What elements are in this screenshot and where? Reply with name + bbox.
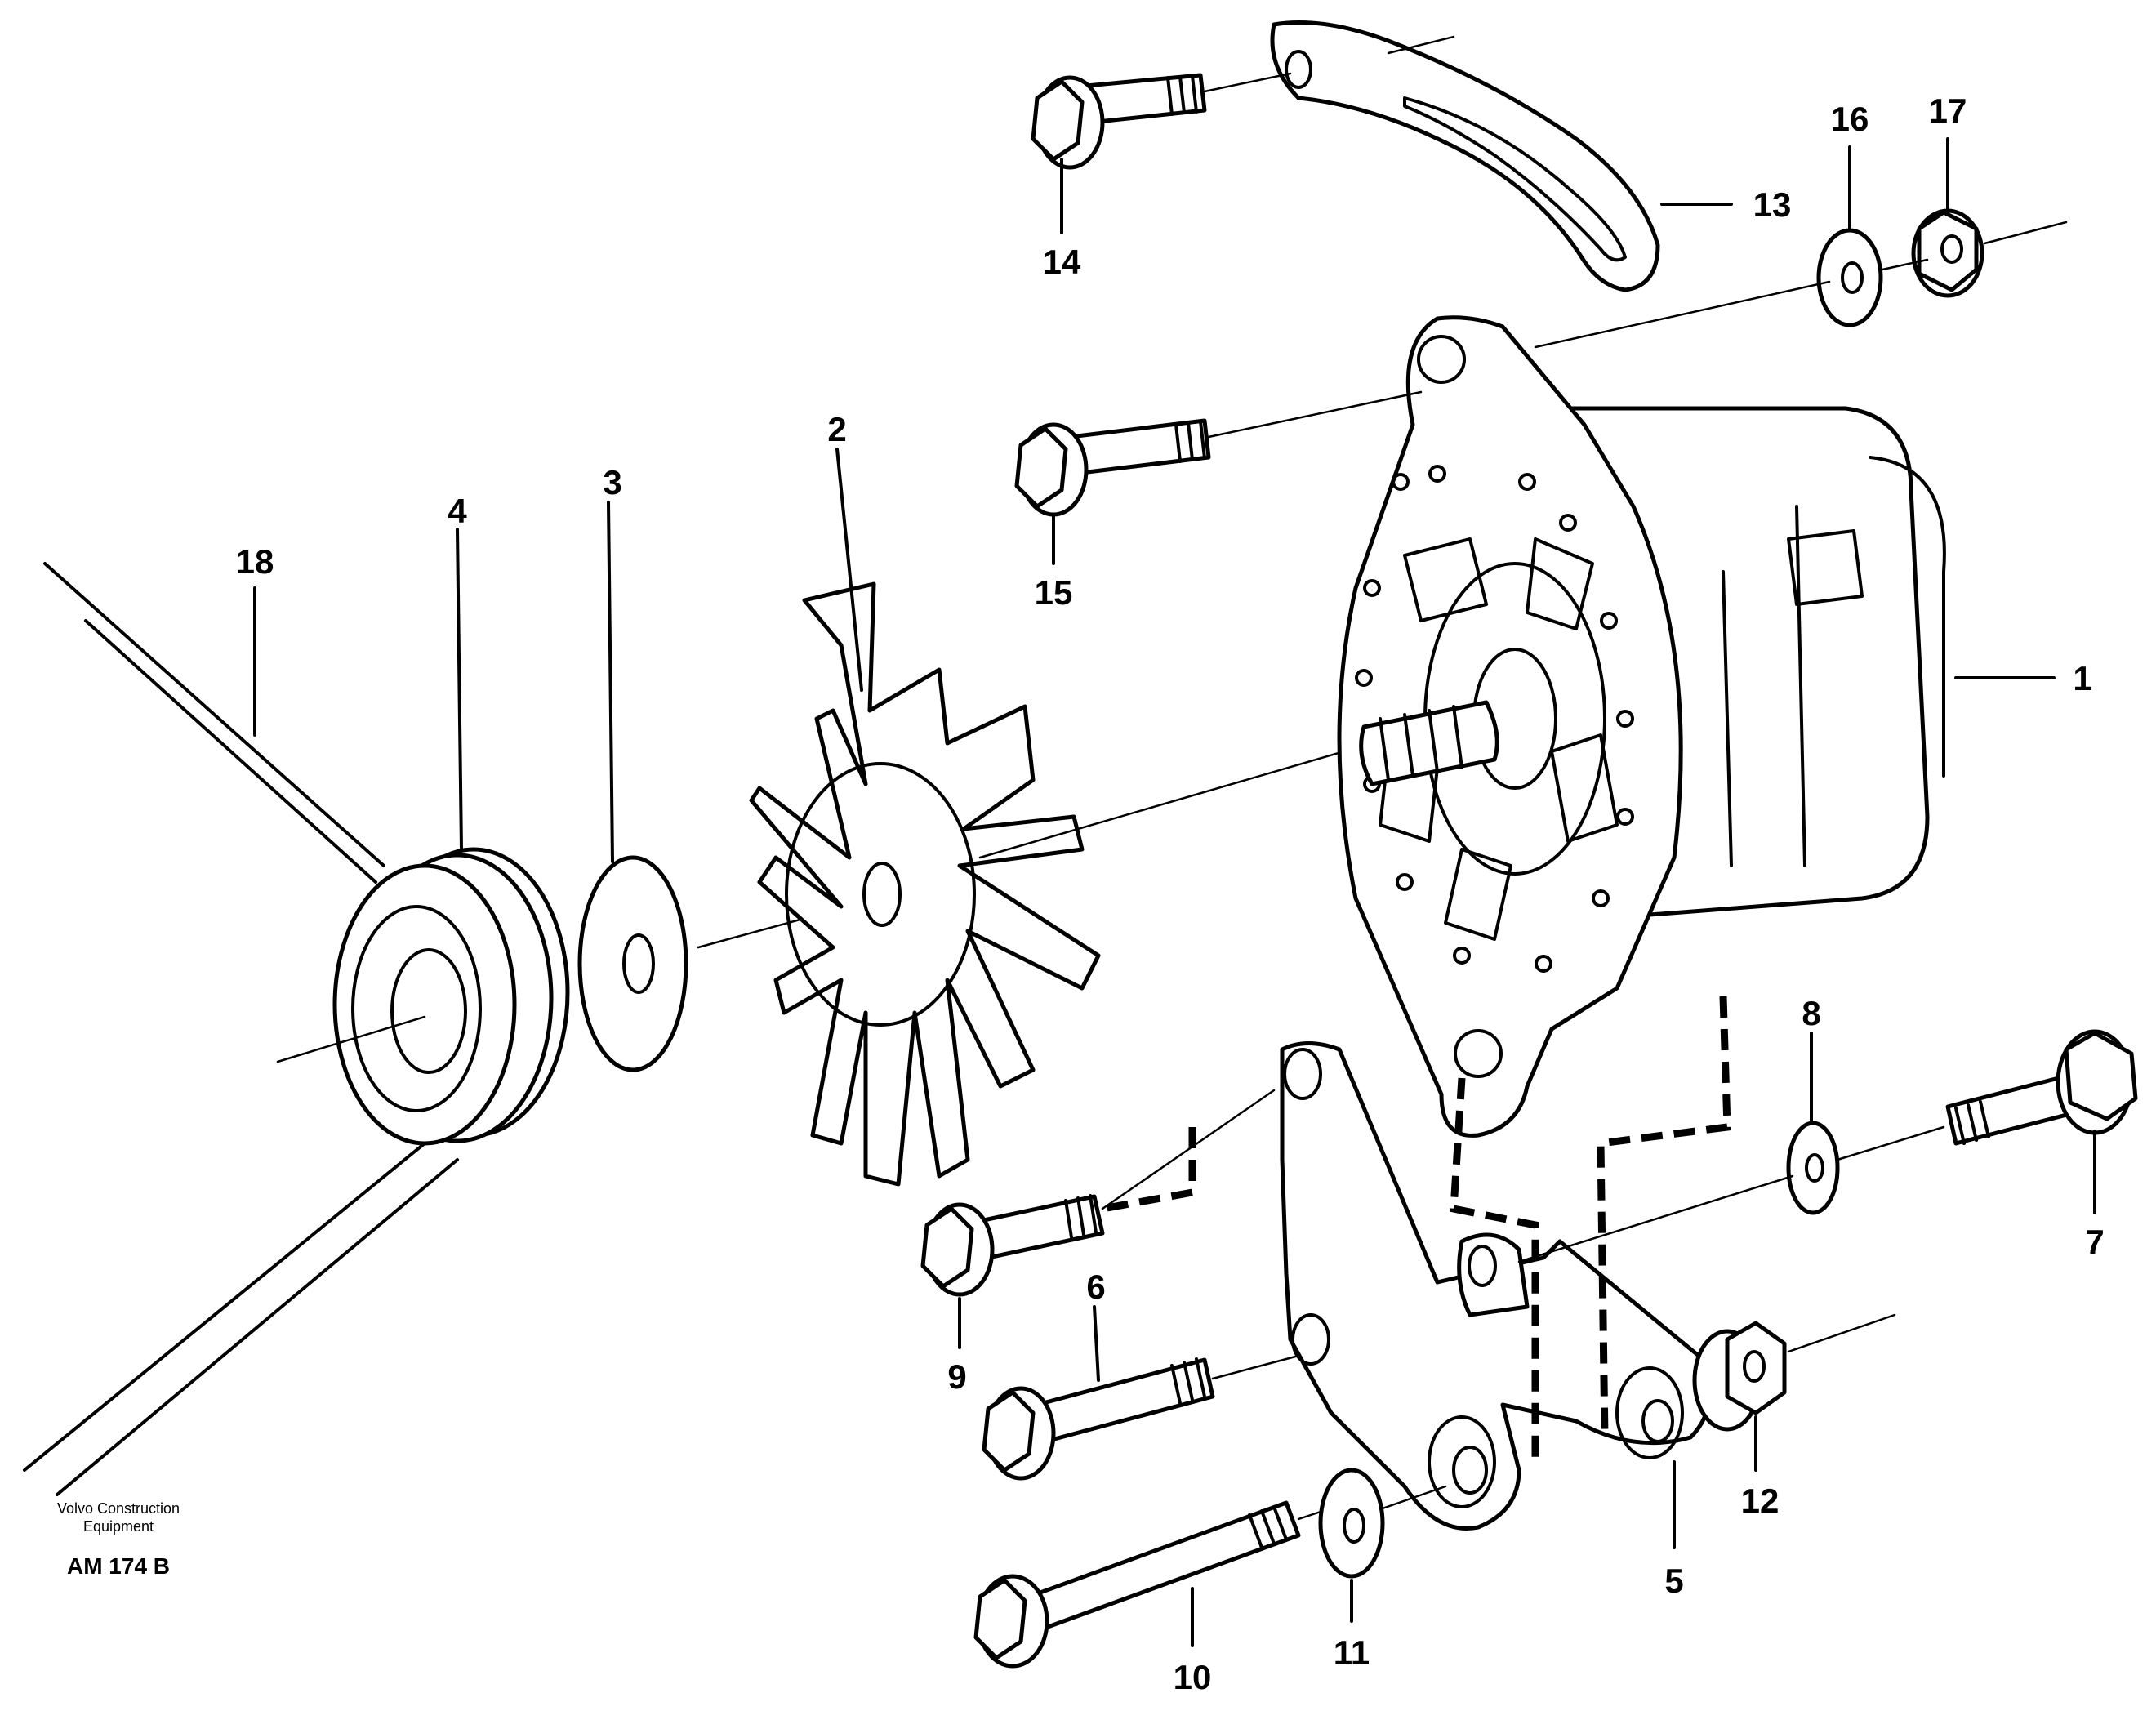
bolt-10 (973, 1500, 1325, 1669)
washer-11 (1318, 1468, 1447, 1579)
alternator (1337, 315, 1946, 1138)
washer-16 (1816, 228, 1883, 327)
callout-18: 18 (236, 542, 274, 581)
callout-1: 1 (2073, 659, 2091, 697)
callout-16: 16 (1831, 100, 1869, 138)
axis-line-upper-3 (1983, 221, 2068, 245)
axis-line-upper-2 (1881, 258, 1929, 271)
bolt-15 (1014, 390, 1423, 517)
nut-17 (1911, 208, 1984, 298)
washer-8 (1517, 1121, 1945, 1263)
bolt-6 (982, 1354, 1300, 1481)
leader-lines (253, 137, 2096, 1647)
callout-4: 4 (448, 492, 467, 530)
callout-3: 3 (603, 463, 621, 501)
mounting-bracket (1280, 1041, 1712, 1531)
callout-10: 10 (1174, 1658, 1212, 1696)
nut-12 (1692, 1313, 1896, 1432)
callout-8: 8 (1802, 994, 1820, 1032)
pulley (276, 847, 570, 1146)
callout-7: 7 (2085, 1223, 2104, 1261)
credit-line-2: Equipment (83, 1518, 154, 1535)
locator-dashes (1102, 996, 1731, 1462)
bolt-7 (1945, 1029, 2138, 1146)
callout-13: 13 (1753, 185, 1792, 224)
axis-line-upper (1534, 280, 1831, 349)
callout-2: 2 (827, 410, 846, 448)
callout-6: 6 (1086, 1268, 1105, 1306)
bolt-14 (1031, 72, 1292, 170)
fan (749, 581, 1374, 1187)
drawing-id: AM 174 B (67, 1553, 170, 1579)
bolt-9 (920, 1089, 1276, 1297)
callout-labels: 1 2 3 4 5 6 7 8 9 10 11 12 13 14 15 16 1… (236, 91, 2105, 1696)
callout-9: 9 (947, 1357, 966, 1396)
drawing-credit: Volvo Construction Equipment AM 174 B (57, 1500, 180, 1579)
callout-17: 17 (1929, 91, 1967, 130)
callout-5: 5 (1664, 1562, 1683, 1600)
credit-line-1: Volvo Construction (57, 1500, 180, 1517)
callout-15: 15 (1035, 573, 1073, 612)
adjustment-arm (1270, 20, 1660, 292)
drive-belt (23, 562, 459, 1496)
callout-12: 12 (1741, 1482, 1780, 1520)
callout-11: 11 (1334, 1633, 1370, 1672)
callout-14: 14 (1043, 243, 1081, 281)
